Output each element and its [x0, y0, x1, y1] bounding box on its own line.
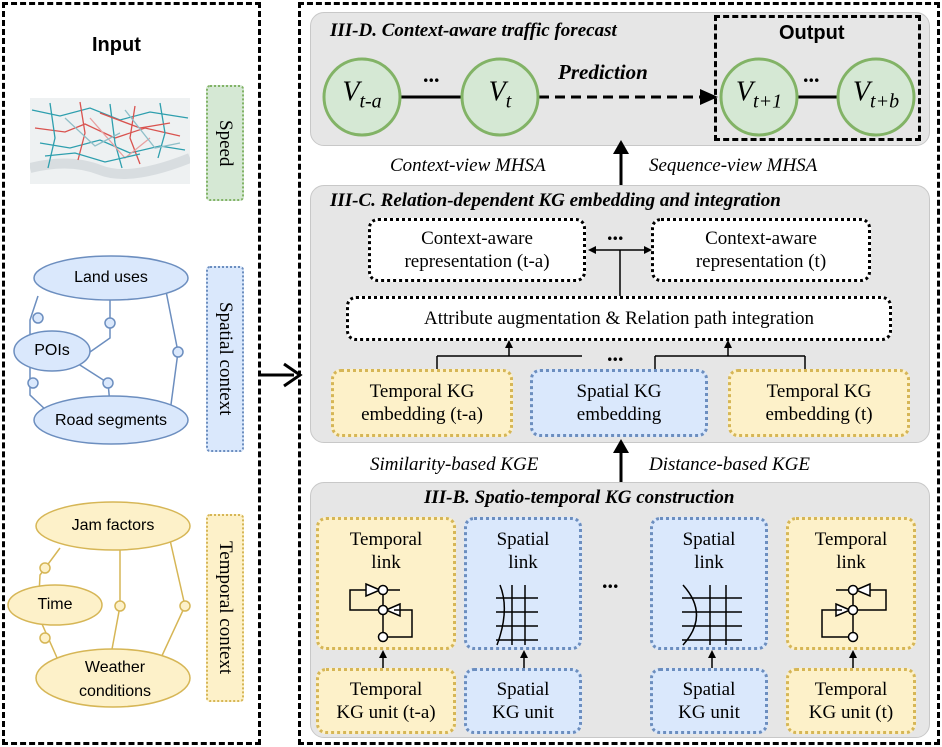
temporal-context-tab: Temporal context — [206, 514, 244, 702]
road-segments-label: Road segments — [54, 412, 168, 429]
forecast-ellipsis-right: ... — [803, 62, 820, 87]
weather-conditions-label: Weather conditions — [78, 659, 152, 700]
sequence-view-mhsa-label: Sequence-view MHSA — [649, 155, 818, 176]
construction-title: III-B. Spatio-temporal KG construction — [424, 487, 735, 508]
temporal-link-glyph-2 — [821, 582, 887, 643]
node-v-t-plus-b-label: Vt+b — [852, 76, 900, 113]
context-view-mhsa-label: Context-view MHSA — [390, 155, 546, 176]
node-v-t-plus-1 — [719, 57, 799, 137]
spatial-link-glyph-1 — [496, 584, 538, 646]
relation-title: III-C. Relation-dependent KG embedding a… — [330, 190, 781, 211]
jam-factors-label: Jam factors — [71, 517, 155, 534]
unit-to-link-arrows — [382, 656, 854, 668]
model-frame — [298, 2, 940, 745]
distance-kge-label: Distance-based KGE — [649, 454, 810, 475]
pois-label: POIs — [34, 342, 70, 359]
forecast-title: III-D. Context-aware traffic forecast — [330, 20, 617, 41]
jam-factors-node — [35, 501, 191, 551]
construction-ellipsis: ... — [602, 568, 619, 593]
kge-arrow — [613, 439, 629, 485]
pois-node — [13, 330, 91, 372]
node-v-t-a-label: Vt-a — [342, 76, 382, 113]
relation-ellipsis-top: ... — [607, 220, 624, 245]
node-v-t — [460, 57, 540, 137]
relation-ellipsis-mid: ... — [607, 341, 624, 366]
relation-connectors — [436, 246, 806, 369]
spatial-context-tab: Spatial context — [206, 266, 244, 452]
spatial-link-glyph-2 — [682, 584, 742, 646]
output-box — [714, 15, 921, 141]
time-label: Time — [37, 596, 73, 613]
spatial-context-graph — [13, 255, 189, 445]
attribute-augmentation-box: Attribute augmentation & Relation path i… — [346, 296, 892, 341]
node-v-t-plus-1-label: Vt+1 — [735, 76, 783, 113]
prediction-label: Prediction — [558, 60, 648, 84]
road-segments-node — [33, 395, 189, 445]
weather-conditions-node — [35, 648, 191, 708]
node-v-t-a — [322, 57, 402, 137]
speed-tab: Speed — [206, 85, 244, 201]
input-frame — [2, 2, 261, 745]
node-v-t-label: Vt — [488, 76, 512, 113]
land-uses-node — [33, 255, 189, 301]
land-uses-label: Land uses — [74, 269, 148, 286]
node-v-t-plus-b — [836, 57, 916, 137]
input-title: Input — [92, 34, 141, 56]
output-label: Output — [779, 22, 845, 44]
time-node — [7, 584, 103, 626]
speed-map-image — [30, 98, 190, 184]
forecast-sequence — [322, 57, 916, 137]
temporal-link-glyph-1 — [349, 582, 413, 643]
similarity-kge-label: Similarity-based KGE — [370, 454, 539, 475]
temporal-context-graph — [7, 501, 191, 708]
mhsa-arrow — [613, 140, 629, 188]
forecast-ellipsis-left: ... — [423, 62, 440, 87]
